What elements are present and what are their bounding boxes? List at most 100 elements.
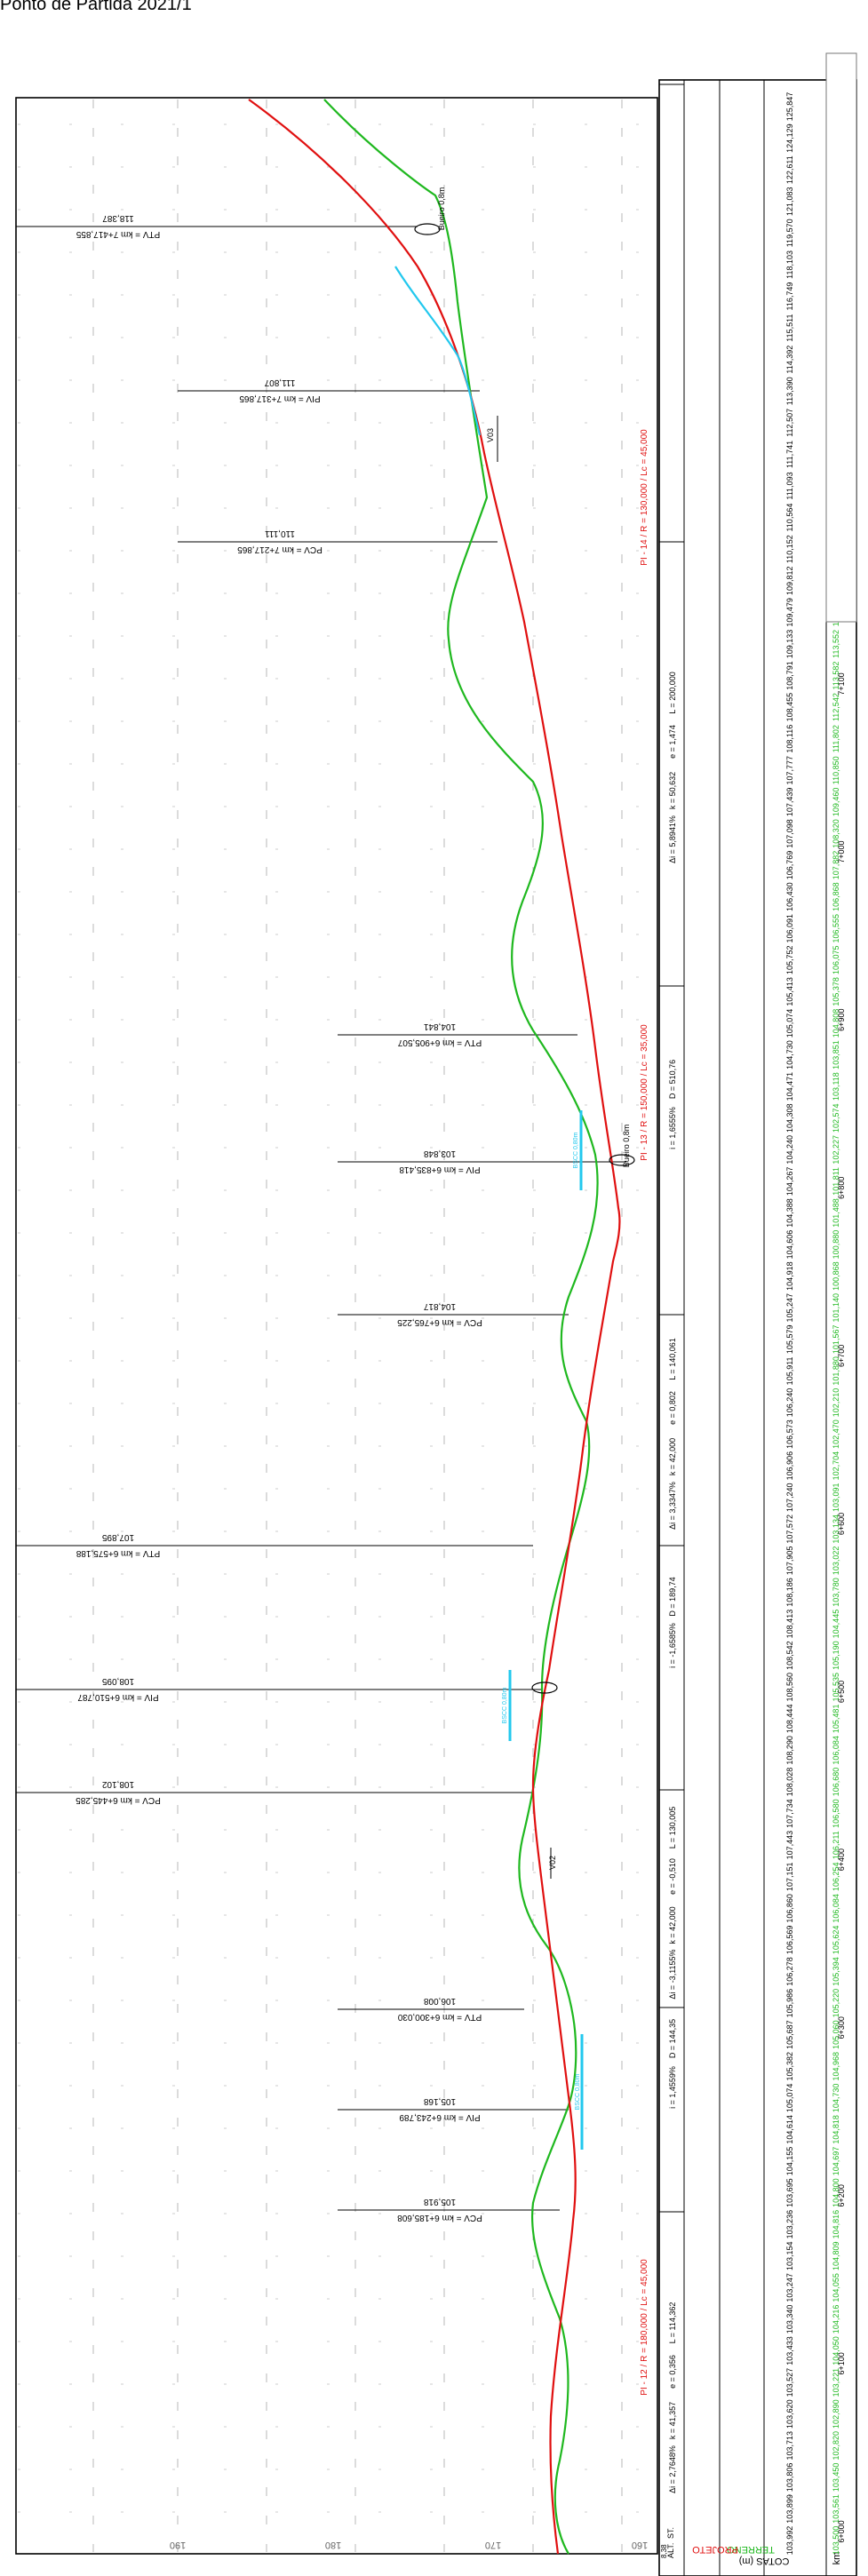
terrain-elevation-cell: 110,850 bbox=[832, 756, 840, 784]
project-elevation-cell: 114,392 bbox=[785, 346, 794, 374]
vertical-point-elevation: 108,095 bbox=[101, 1676, 134, 1686]
project-elevation-cell: 107,905 bbox=[785, 1546, 794, 1576]
terrain-elevation-cell: 105,535 bbox=[832, 1673, 840, 1702]
project-elevation-cell: 108,186 bbox=[785, 1578, 794, 1607]
curve-note-label: PI - 13 / R = 150,000 / Lc = 35,000 bbox=[640, 1024, 649, 1161]
project-elevation-cell: 105,074 bbox=[785, 2084, 794, 2113]
segment-parameter: i = -1,6585% bbox=[668, 1623, 677, 1668]
vertical-point-label: PIV = km 7+317,865 bbox=[239, 394, 321, 403]
vertical-point-label: PIV = km 6+835,418 bbox=[399, 1165, 481, 1174]
vertical-point-label: PTV = km 6+575,188 bbox=[76, 1548, 160, 1558]
terrain-elevation-cell: 105,624 bbox=[832, 1926, 840, 1955]
terrain-elevation-cell: 104,730 bbox=[832, 2084, 840, 2113]
project-grade-line bbox=[248, 99, 621, 2555]
table-unit-label: ST. bbox=[666, 2527, 675, 2539]
terrain-elevation-cell: 106,580 bbox=[832, 1799, 840, 1828]
table-header-label: PROJETO bbox=[692, 2544, 738, 2555]
vertical-point-elevation: 103,848 bbox=[423, 1149, 456, 1158]
project-elevation-cell: 103,713 bbox=[785, 2431, 794, 2461]
vertical-point-label: PCV = km 6+445,285 bbox=[76, 1795, 161, 1805]
segment-parameter: Δi = 3,3347% bbox=[668, 1482, 677, 1530]
project-elevation-cell: 105,413 bbox=[785, 977, 794, 1006]
project-elevation-cell: 109,479 bbox=[785, 598, 794, 627]
terrain-elevation-cell: 106,084 bbox=[832, 1894, 840, 1923]
vertical-point-label: PCV = km 7+217,865 bbox=[237, 545, 323, 554]
cyan-segment-top bbox=[394, 266, 482, 436]
segment-parameter: i = 1,6555% bbox=[668, 1107, 677, 1149]
project-elevation-cell: 122,611 bbox=[785, 155, 794, 184]
terrain-elevation-cell: 106,555 bbox=[832, 914, 840, 943]
terrain-elevation-cell: 104,809 bbox=[832, 2241, 840, 2270]
culvert-ellipse-1 bbox=[414, 223, 441, 235]
v02-marker-label: V02 bbox=[548, 1856, 557, 1870]
project-elevation-cell: 108,560 bbox=[785, 1673, 794, 1702]
terrain-elevation-cell: 106,680 bbox=[832, 1768, 840, 1797]
terrain-elevation-cell: 104,050 bbox=[832, 2336, 840, 2365]
table-unit-label: 8,38 bbox=[660, 2544, 668, 2558]
terrain-elevation-cell: 113,582 bbox=[832, 662, 840, 690]
segment-parameter: k = 50,632 bbox=[668, 772, 677, 809]
project-elevation-cell: 103,154 bbox=[785, 2241, 794, 2270]
vertical-point-label: PIV = km 6+510,787 bbox=[77, 1692, 159, 1702]
station-label: 6+500 bbox=[837, 1681, 846, 1703]
project-elevation-cell: 108,116 bbox=[785, 725, 794, 753]
vertical-point-label: PTV = km 6+300,030 bbox=[397, 2012, 482, 2022]
terrain-elevation-cell: 102,470 bbox=[832, 1419, 840, 1449]
elevation-tick-label: 170 bbox=[485, 2540, 501, 2550]
terrain-elevation-cell: 101,140 bbox=[832, 1293, 840, 1323]
terrain-elevation-cell: 101,488 bbox=[832, 1198, 840, 1228]
project-elevation-cell: 124,129 bbox=[785, 123, 794, 153]
segment-parameter: L = 114,362 bbox=[668, 2302, 677, 2344]
project-elevation-cell: 106,091 bbox=[785, 914, 794, 943]
elevation-tick-label: 180 bbox=[325, 2540, 341, 2550]
terrain-elevation-cell: 102,704 bbox=[832, 1451, 840, 1481]
segment-parameter: i = 1,4559% bbox=[668, 2066, 677, 2109]
project-elevation-cell: 106,860 bbox=[785, 1894, 794, 1923]
terrain-elevation-cell: 102,210 bbox=[832, 1388, 840, 1418]
cyan-segment-label: BSCC 0,80m bbox=[575, 2073, 581, 2110]
project-elevation-cell: 105,247 bbox=[785, 1293, 794, 1323]
terrain-elevation-cell: 103,022 bbox=[832, 1546, 840, 1576]
project-elevation-cell: 104,388 bbox=[785, 1198, 794, 1228]
segment-parameter: k = 42,000 bbox=[668, 1906, 677, 1944]
vertical-point-elevation: 110,111 bbox=[265, 529, 295, 538]
segment-parameter: e = -0,510 bbox=[668, 1858, 677, 1895]
terrain-elevation-cell: 105,481 bbox=[832, 1705, 840, 1734]
station-label: 6+300 bbox=[837, 2016, 846, 2039]
project-elevation-cell: 104,155 bbox=[785, 2147, 794, 2176]
terrain-elevation-cell: 103,450 bbox=[832, 2463, 840, 2493]
vertical-curve-markers bbox=[16, 226, 626, 2211]
culvert-ellipse-3 bbox=[531, 1682, 558, 1694]
project-elevation-cell: 105,986 bbox=[785, 1989, 794, 2018]
terrain-elevation-cell: 104,818 bbox=[832, 2115, 840, 2144]
terrain-elevation-cell: 102,574 bbox=[832, 1103, 840, 1133]
culvert-label: Bueiro 0,8m bbox=[622, 1125, 631, 1168]
vertical-point-elevation: 108,102 bbox=[101, 1779, 134, 1789]
project-elevation-cell: 108,413 bbox=[785, 1610, 794, 1639]
project-elevation-cell: 106,430 bbox=[785, 882, 794, 911]
profile-grid bbox=[18, 99, 656, 2552]
project-elevation-cell: 103,236 bbox=[785, 2210, 794, 2239]
project-elevation-cell: 116,749 bbox=[785, 282, 794, 311]
project-elevation-cell: 108,455 bbox=[785, 693, 794, 722]
project-elevation-cell: 105,382 bbox=[785, 2052, 794, 2081]
terrain-elevation-cell: 106,254 bbox=[832, 1862, 840, 1891]
vertical-point-elevation: 105,168 bbox=[423, 2096, 456, 2106]
vertical-point-label: PCV = km 6+185,608 bbox=[397, 2213, 482, 2222]
project-elevation-cell: 103,527 bbox=[785, 2368, 794, 2397]
cyan-segment-label: BSCC 0,80m bbox=[502, 1687, 508, 1723]
project-elevation-cell: 107,443 bbox=[785, 1831, 794, 1860]
terrain-elevation-cell: 103,851 bbox=[832, 1040, 840, 1069]
project-elevation-cell: 107,734 bbox=[785, 1799, 794, 1828]
project-elevation-cell: 103,806 bbox=[785, 2463, 794, 2493]
segment-parameter: D = 189,74 bbox=[668, 1577, 677, 1616]
terrain-elevation-cell: 102,890 bbox=[832, 2399, 840, 2429]
segment-parameter: e = 0,802 bbox=[668, 1391, 677, 1425]
terrain-elevation-cell: 104,968 bbox=[832, 2052, 840, 2081]
project-elevation-cell: 105,579 bbox=[785, 1325, 794, 1355]
project-elevation-cell: 107,439 bbox=[785, 788, 794, 817]
project-elevation-cell: 104,918 bbox=[785, 1261, 794, 1291]
segment-parameter: D = 510,76 bbox=[668, 1060, 677, 1099]
